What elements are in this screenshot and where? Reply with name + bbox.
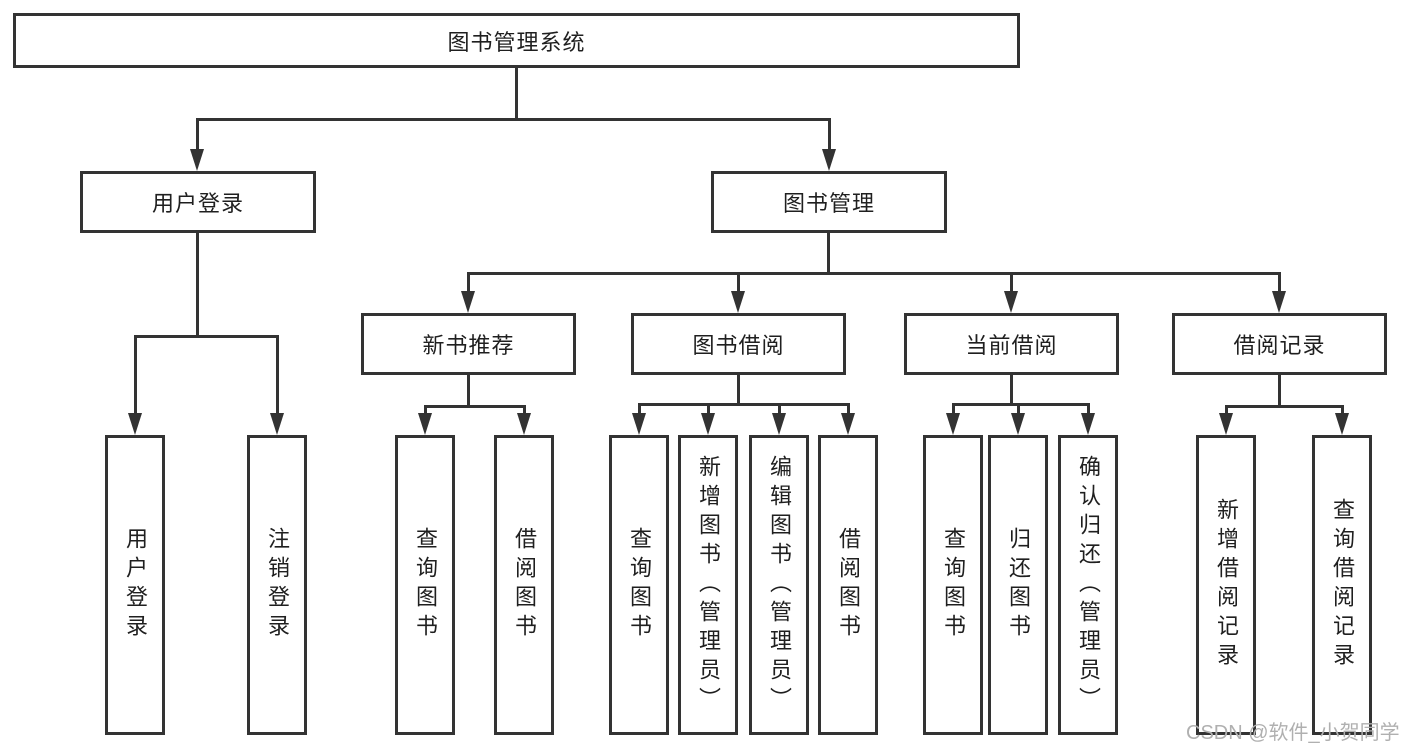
arrowhead-down-icon [1081,413,1095,435]
arrowhead-down-icon [1335,413,1349,435]
connector-vline [1278,375,1281,405]
arrowhead-down-icon [190,149,204,171]
arrowhead-down-icon [1011,413,1025,435]
arrowhead-down-icon [128,413,142,435]
leaf-return-books: 归还图书 [988,435,1048,735]
connector-vline [196,118,199,151]
node-label: 新增借阅记录 [1214,498,1239,672]
arrowhead-down-icon [461,291,475,313]
leaf-logout-login: 注销登录 [247,435,307,735]
connector-vline [737,272,740,293]
leaf-add-books-admin: 新增图书（管理员） [678,435,738,735]
node-label: 归还图书 [1006,527,1031,643]
node-library-system: 图书管理系统 [13,13,1020,68]
arrowhead-down-icon [517,413,531,435]
node-label: 确认归还（管理员） [1076,454,1101,716]
node-current-borrow: 当前借阅 [904,313,1119,375]
node-label: 编辑图书（管理员） [767,454,792,716]
leaf-query-books-current: 查询图书 [923,435,983,735]
connector-hline [1225,405,1344,408]
connector-vline [1010,375,1013,403]
connector-vline [276,335,279,415]
connector-vline [827,233,830,272]
node-label: 查询借阅记录 [1330,498,1355,672]
connector-vline [1087,403,1090,415]
connector-hline [467,272,1281,275]
arrowhead-down-icon [1219,413,1233,435]
connector-vline [638,403,641,415]
leaf-query-borrow-record: 查询借阅记录 [1312,435,1372,735]
connector-hline [952,403,1090,406]
leaf-confirm-return-admin: 确认归还（管理员） [1058,435,1118,735]
leaf-query-books-borrow: 查询图书 [609,435,669,735]
leaf-add-borrow-record: 新增借阅记录 [1196,435,1256,735]
node-label: 新书推荐 [422,333,515,358]
connector-vline [515,68,518,118]
connector-vline [1341,405,1344,415]
leaf-edit-books-admin: 编辑图书（管理员） [749,435,809,735]
node-book-management: 图书管理 [711,171,947,233]
arrowhead-down-icon [1272,291,1286,313]
node-label: 用户登录 [151,191,244,216]
arrowhead-down-icon [632,413,646,435]
arrowhead-down-icon [270,413,284,435]
connector-vline [847,403,850,415]
node-label: 图书借阅 [692,333,785,358]
connector-vline [196,233,199,335]
arrowhead-down-icon [1004,291,1018,313]
node-label: 当前借阅 [965,333,1058,358]
node-label: 用户登录 [123,527,148,643]
arrowhead-down-icon [772,413,786,435]
connector-vline [828,118,831,151]
arrowhead-down-icon [841,413,855,435]
connector-vline [1278,272,1281,293]
node-label: 借阅图书 [512,527,537,643]
connector-hline [196,118,831,121]
node-borrow-records: 借阅记录 [1172,313,1387,375]
connector-vline [737,375,740,403]
connector-vline [952,403,955,415]
leaf-borrow-books-recommend: 借阅图书 [494,435,554,735]
node-label: 借阅记录 [1233,333,1326,358]
arrowhead-down-icon [731,291,745,313]
connector-vline [467,375,470,405]
node-label: 图书管理系统 [447,29,586,55]
leaf-query-books-recommend: 查询图书 [395,435,455,735]
connector-hline [638,403,850,406]
arrowhead-down-icon [701,413,715,435]
connector-vline [1225,405,1228,415]
arrowhead-down-icon [946,413,960,435]
connector-vline [778,403,781,415]
node-label: 注销登录 [265,527,290,643]
leaf-borrow-books: 借阅图书 [818,435,878,735]
connector-vline [1017,403,1020,415]
arrowhead-down-icon [822,149,836,171]
arrowhead-down-icon [418,413,432,435]
node-label: 查询图书 [413,527,438,643]
connector-hline [424,405,526,408]
node-user-login: 用户登录 [80,171,316,233]
connector-vline [467,272,470,293]
node-label: 查询图书 [627,527,652,643]
connector-vline [424,405,427,415]
node-label: 新增图书（管理员） [696,454,721,716]
node-book-borrow: 图书借阅 [631,313,846,375]
node-label: 借阅图书 [836,527,861,643]
connector-vline [134,335,137,415]
connector-vline [707,403,710,415]
connector-vline [523,405,526,415]
node-new-book-recommend: 新书推荐 [361,313,576,375]
node-label: 查询图书 [941,527,966,643]
connector-hline [134,335,279,338]
leaf-user-login: 用户登录 [105,435,165,735]
csdn-watermark: CSDN @软件_小贺同学 [1186,722,1400,744]
connector-vline [1010,272,1013,293]
node-label: 图书管理 [782,191,875,216]
